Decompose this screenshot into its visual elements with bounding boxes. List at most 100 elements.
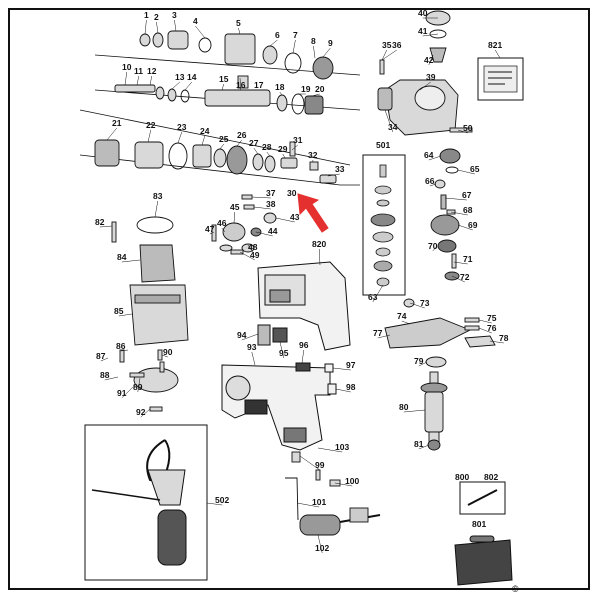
leader-line-80 xyxy=(403,409,426,413)
copyright-symbol: © xyxy=(512,584,519,594)
callout-16: 16 xyxy=(236,80,246,90)
callout-75: 75 xyxy=(487,313,497,323)
callout-24: 24 xyxy=(200,126,210,136)
leader-line-36 xyxy=(381,49,397,61)
leader-line-820 xyxy=(318,248,321,266)
callout-4: 4 xyxy=(193,16,198,26)
callout-80: 80 xyxy=(399,402,409,412)
callout-69: 69 xyxy=(468,220,478,230)
callout-45: 45 xyxy=(230,202,240,212)
callout-66: 66 xyxy=(425,176,435,186)
callout-40: 40 xyxy=(418,8,428,18)
callout-20: 20 xyxy=(315,84,325,94)
callout-72: 72 xyxy=(460,272,470,282)
leader-line-79 xyxy=(418,361,428,367)
leader-line-5 xyxy=(238,27,241,35)
leader-line-92 xyxy=(140,408,151,418)
rear-handle xyxy=(221,324,337,451)
callout-800: 800 xyxy=(455,472,469,482)
leader-line-46 xyxy=(221,227,226,233)
callout-64: 64 xyxy=(424,150,434,160)
leader-line-14 xyxy=(184,81,192,91)
leader-line-48 xyxy=(247,244,254,253)
leader-line-73 xyxy=(409,302,425,309)
callout-95: 95 xyxy=(279,348,289,358)
callout-15: 15 xyxy=(219,74,229,84)
leader-lines xyxy=(99,17,504,554)
callout-7: 7 xyxy=(293,30,298,40)
callout-42: 42 xyxy=(424,55,434,65)
callout-88: 88 xyxy=(100,370,110,380)
callout-8: 8 xyxy=(311,36,316,46)
callout-47: 47 xyxy=(205,224,215,234)
callout-820: 820 xyxy=(312,239,326,249)
callout-12: 12 xyxy=(147,66,157,76)
callout-101: 101 xyxy=(312,497,326,507)
callout-70: 70 xyxy=(428,241,438,251)
leader-line-100 xyxy=(334,482,353,487)
leader-line-87 xyxy=(100,357,109,362)
leader-line-66 xyxy=(429,183,437,187)
callout-17: 17 xyxy=(254,80,264,90)
leader-line-44 xyxy=(255,231,273,237)
callout-96: 96 xyxy=(299,340,309,350)
callout-84: 84 xyxy=(117,252,127,262)
callout-11: 11 xyxy=(134,66,143,76)
callout-48: 48 xyxy=(248,242,258,252)
leader-line-99 xyxy=(299,455,320,471)
leader-line-76 xyxy=(478,327,492,334)
leader-line-63 xyxy=(372,284,384,303)
leader-line-26 xyxy=(236,139,242,147)
callout-50: 50 xyxy=(463,123,473,133)
label-plate xyxy=(477,57,524,101)
callout-97: 97 xyxy=(346,360,356,370)
callout-14: 14 xyxy=(187,72,197,82)
leader-line-1 xyxy=(144,19,147,35)
callout-21: 21 xyxy=(112,118,122,128)
callout-63: 63 xyxy=(368,292,378,302)
leader-line-28 xyxy=(266,151,271,157)
callout-100: 100 xyxy=(345,476,359,486)
leader-line-27 xyxy=(253,147,259,155)
callout-501: 501 xyxy=(376,140,390,150)
callout-32: 32 xyxy=(308,150,318,160)
leader-line-81 xyxy=(418,444,430,450)
callout-22: 22 xyxy=(146,120,156,130)
callout-801: 801 xyxy=(472,519,486,529)
callout-26: 26 xyxy=(237,130,247,140)
callout-502: 502 xyxy=(215,495,229,505)
callout-87: 87 xyxy=(96,351,106,361)
bit-box-800 xyxy=(459,481,506,515)
leader-line-103 xyxy=(317,447,343,453)
leader-line-67 xyxy=(444,197,467,201)
carry-case xyxy=(454,535,513,586)
callout-102: 102 xyxy=(315,543,329,553)
leader-line-12 xyxy=(149,75,153,86)
callout-85: 85 xyxy=(114,306,124,316)
power-cable xyxy=(285,451,381,536)
highlight-arrow xyxy=(297,193,329,233)
callout-86: 86 xyxy=(116,341,126,351)
callout-89: 89 xyxy=(133,382,143,392)
leader-line-68 xyxy=(450,211,468,216)
callout-41: 41 xyxy=(418,26,428,36)
leader-line-31 xyxy=(291,144,298,151)
leader-line-39 xyxy=(419,81,431,91)
callout-6: 6 xyxy=(275,30,280,40)
leader-line-93 xyxy=(251,351,256,366)
callout-82: 82 xyxy=(95,217,105,227)
leader-line-2 xyxy=(156,21,159,34)
leader-line-25 xyxy=(219,143,224,150)
leader-line-41 xyxy=(422,33,439,37)
leader-line-69 xyxy=(457,224,473,231)
callout-99: 99 xyxy=(315,460,325,470)
callout-33: 33 xyxy=(335,164,345,174)
callout-65: 65 xyxy=(470,164,480,174)
callout-25: 25 xyxy=(219,134,229,144)
callout-38: 38 xyxy=(266,199,276,209)
motor-housing xyxy=(111,216,189,412)
chuck-parts xyxy=(139,30,334,80)
main-housing xyxy=(257,261,351,351)
leader-line-90 xyxy=(161,354,168,358)
callout-35: 35 xyxy=(382,40,392,50)
